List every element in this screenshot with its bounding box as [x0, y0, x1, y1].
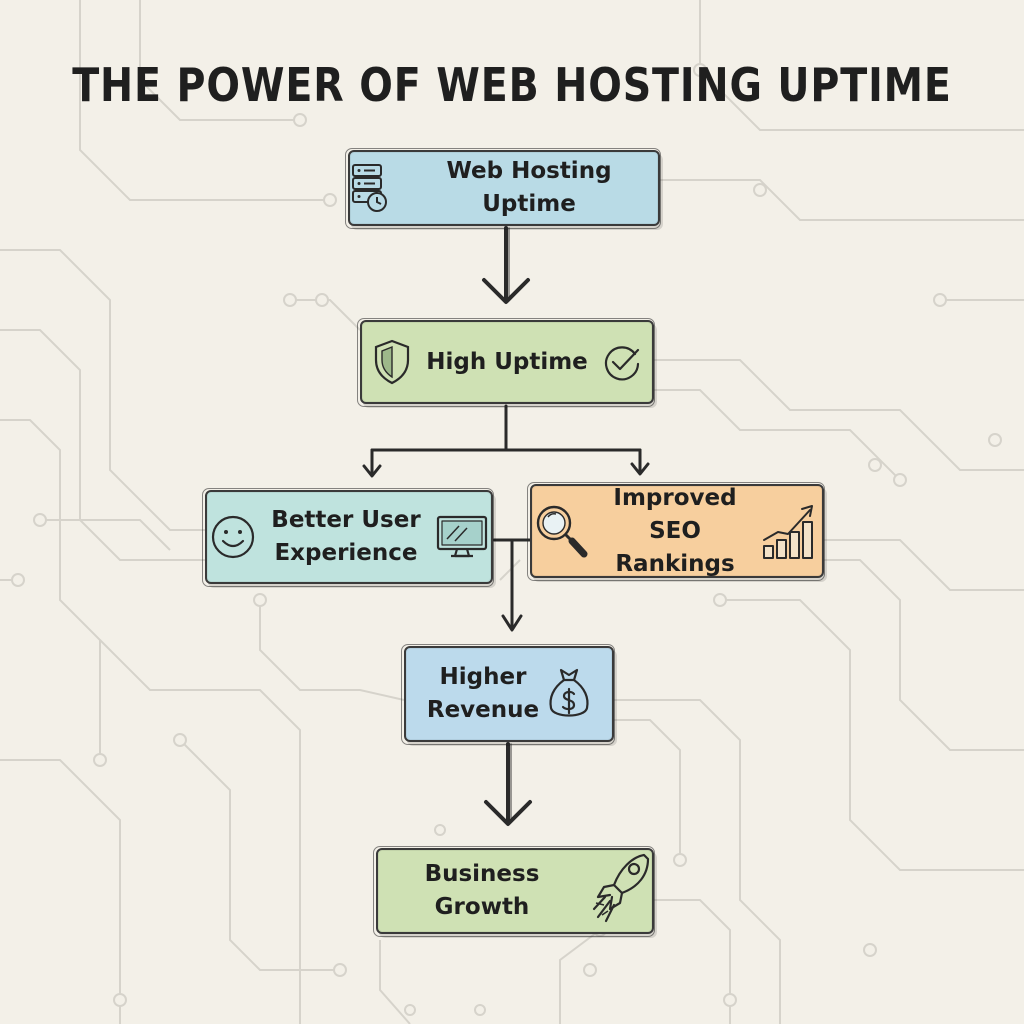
node-label-high-uptime: High Uptime — [426, 348, 588, 375]
page-title: THE POWER OF WEB HOSTING UPTIME — [72, 58, 952, 112]
node-high-uptime: High Uptime — [357, 318, 655, 407]
money-bag-icon — [549, 668, 589, 717]
edge-high-uptime-to-improved-seo-rankings — [630, 448, 650, 476]
node-business-growth: Business Growth — [373, 846, 655, 937]
node-label-improved-seo-rankings: Improved SEO Rankings — [613, 484, 737, 577]
monitor-icon — [436, 515, 487, 558]
shield-icon — [375, 339, 410, 385]
smiley-icon — [212, 515, 255, 559]
node-improved-seo-rankings: Improved SEO Rankings — [527, 482, 825, 581]
check-circle-icon — [604, 346, 639, 381]
rocket-icon — [592, 853, 650, 923]
node-label-higher-revenue: Higher Revenue — [426, 664, 540, 723]
node-higher-revenue: Higher Revenue — [401, 644, 615, 745]
edge-high-uptime-to-better-user-experience — [362, 448, 382, 478]
node-label-web-hosting-uptime: Web Hosting Uptime — [446, 158, 612, 217]
edge-branches-to-higher-revenue — [492, 538, 532, 632]
node-label-better-user-experience: Better User Experience — [271, 507, 421, 566]
edge-web-hosting-uptime-to-high-uptime — [482, 226, 530, 304]
node-label-business-growth: Business Growth — [424, 861, 540, 920]
server-clock-icon — [352, 164, 387, 212]
magnifier-icon — [536, 505, 588, 558]
node-web-hosting-uptime: Web Hosting Uptime — [345, 148, 661, 229]
edge-higher-revenue-to-business-growth — [484, 742, 532, 826]
edge-high-uptime-to-branches — [370, 404, 642, 452]
growth-chart-icon — [763, 505, 813, 559]
node-better-user-experience: Better User Experience — [202, 488, 494, 587]
